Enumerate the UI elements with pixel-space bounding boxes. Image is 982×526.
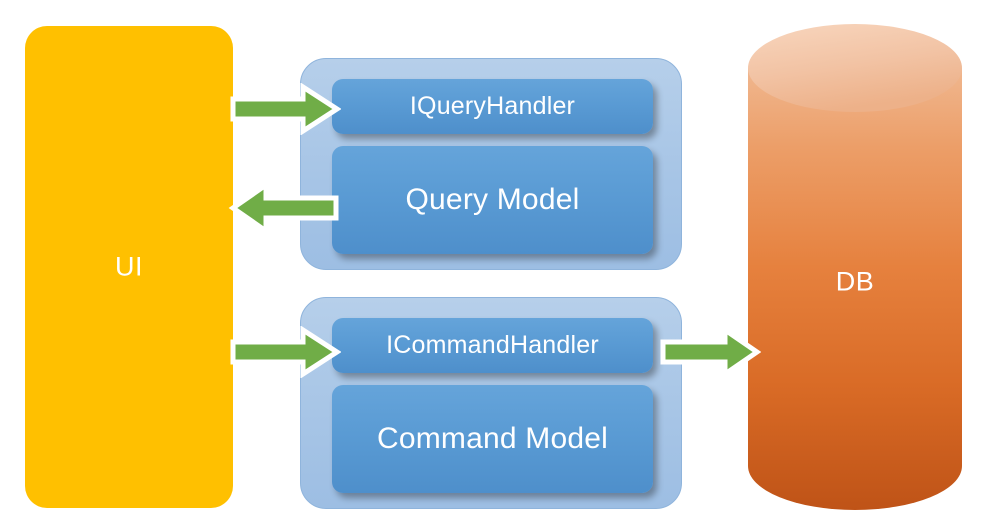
command-group-container[interactable]: ICommandHandler Command Model — [300, 297, 682, 509]
iqueryhandler-box[interactable]: IQueryHandler — [332, 79, 653, 134]
query-group-container[interactable]: IQueryHandler Query Model — [300, 58, 682, 270]
arrow-query-model-to-ui — [228, 180, 340, 236]
query-model-label: Query Model — [405, 183, 580, 216]
arrow-ui-to-command-handler — [229, 326, 341, 378]
ui-panel-label: UI — [115, 251, 143, 282]
icommandhandler-label: ICommandHandler — [386, 331, 599, 359]
db-cylinder[interactable]: DB — [748, 24, 962, 510]
iqueryhandler-label: IQueryHandler — [409, 92, 576, 120]
arrow-ui-to-query-handler — [229, 83, 341, 135]
query-model-box[interactable]: Query Model — [332, 146, 653, 254]
icommandhandler-box[interactable]: ICommandHandler — [332, 318, 653, 373]
db-label: DB — [835, 266, 875, 297]
command-model-label: Command Model — [376, 422, 609, 455]
arrow-command-handler-to-db — [659, 326, 761, 378]
ui-panel[interactable]: UI — [25, 26, 233, 508]
command-model-box[interactable]: Command Model — [332, 385, 653, 493]
